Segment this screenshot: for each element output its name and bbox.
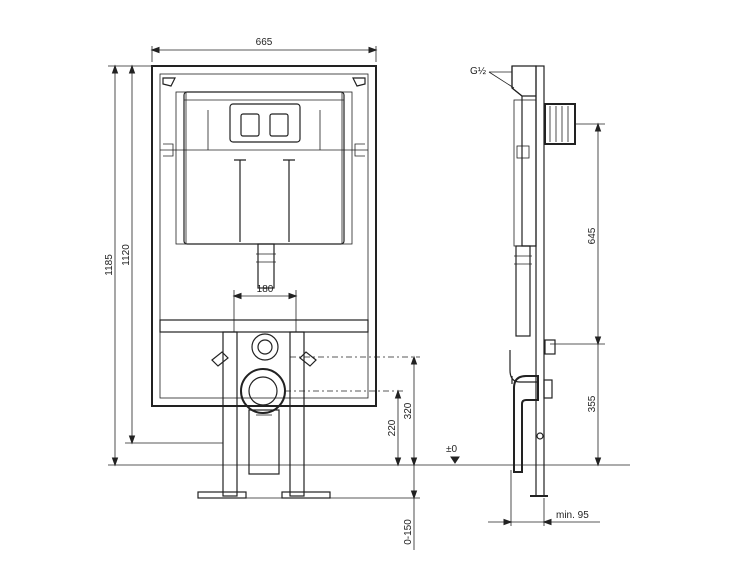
leg-bracket-right xyxy=(299,351,317,367)
floor-level-label: ±0 xyxy=(446,444,457,455)
side-frame-profile xyxy=(535,65,545,497)
side-down-pipe xyxy=(515,245,531,337)
side-view xyxy=(509,65,576,497)
flush-opening xyxy=(229,103,301,143)
side-cistern-lid xyxy=(511,66,536,97)
dim-frame-width: 665 xyxy=(256,37,273,48)
dim-total-height: 1185 xyxy=(104,254,115,276)
leg-bracket-left xyxy=(211,351,229,367)
foot-right xyxy=(281,491,331,499)
side-bracket xyxy=(544,339,556,355)
cistern-right-wall xyxy=(341,91,353,245)
thread-size-label: G½ xyxy=(470,66,487,77)
corner-bracket-tl xyxy=(162,77,176,87)
bracket-right xyxy=(354,143,365,157)
lower-crossbar xyxy=(159,319,369,333)
supply-connection-inner xyxy=(257,339,273,355)
side-valve xyxy=(516,145,530,159)
dim-side-upper: 645 xyxy=(587,227,598,244)
side-cistern-lower xyxy=(513,99,537,247)
cistern-inner-detail xyxy=(207,110,321,150)
dim-min-depth: min. 95 xyxy=(556,510,589,521)
dim-outlet-height: 220 xyxy=(387,419,398,436)
front-dimensions: 665 1185 1120 180 220 320 xyxy=(104,37,630,550)
frame-outer xyxy=(151,65,377,407)
down-pipe xyxy=(257,243,275,289)
side-bolt xyxy=(536,432,544,440)
side-drain-elbow xyxy=(513,375,539,473)
frame-inner xyxy=(159,73,369,399)
side-drain-bend xyxy=(509,350,538,384)
dim-pipe-spacing: 180 xyxy=(257,284,274,295)
front-view xyxy=(151,65,377,499)
drain-pipe xyxy=(248,409,280,475)
corner-bracket-tr xyxy=(352,77,366,87)
dim-side-lower: 355 xyxy=(587,395,598,412)
side-inlet-connector xyxy=(544,103,576,145)
supply-connection-outer xyxy=(251,333,279,361)
leg-left xyxy=(222,331,238,497)
foot-left xyxy=(197,491,247,499)
bracket-left xyxy=(163,143,174,157)
flush-button-left xyxy=(240,113,260,137)
flush-button-right xyxy=(269,113,289,137)
dim-floor-adjust: 0-150 xyxy=(403,519,414,545)
side-drain-flange xyxy=(543,379,553,399)
dim-inlet-height: 320 xyxy=(403,402,414,419)
dim-frame-height: 1120 xyxy=(121,244,132,266)
side-cistern xyxy=(511,65,537,247)
floor-level-marker xyxy=(450,456,460,464)
cistern-left-wall xyxy=(175,91,187,245)
leg-right xyxy=(289,331,305,497)
drain-elbow-inner xyxy=(248,376,278,406)
side-dimensions: G½ 645 355 min. 95 xyxy=(470,66,605,526)
